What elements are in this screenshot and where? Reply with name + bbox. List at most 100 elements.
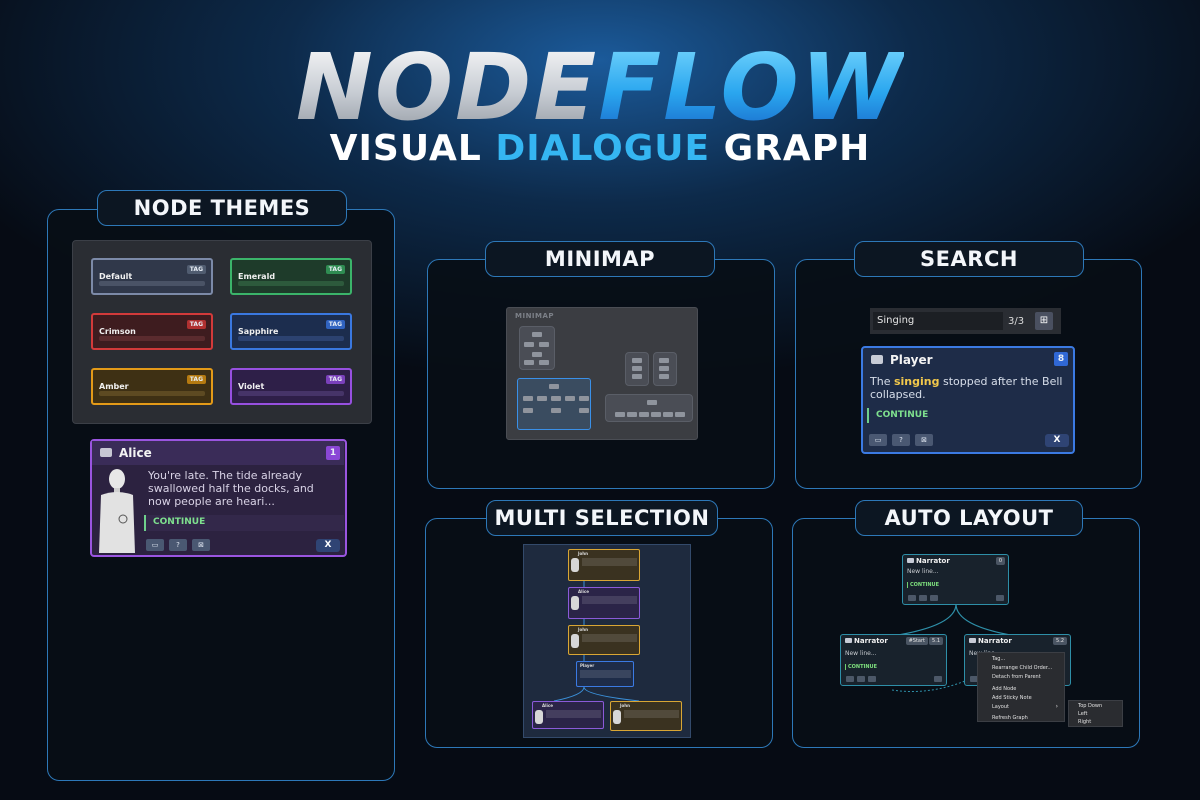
alice-dialogue-node[interactable]: Alice 1 You're late. The tide already sw… <box>90 439 347 557</box>
theme-bar <box>99 391 205 396</box>
minimap-node <box>523 396 533 401</box>
question-button[interactable]: ? <box>892 434 910 446</box>
selected-node[interactable]: Player <box>576 661 634 687</box>
grid-button[interactable]: ⊠ <box>915 434 933 446</box>
chat-icon <box>871 355 883 364</box>
grid-button[interactable]: ⊠ <box>192 539 210 551</box>
minimap-node <box>579 408 589 413</box>
node-speaker: Player <box>890 353 933 367</box>
question-button[interactable]: ? <box>169 539 187 551</box>
multi-selection-canvas[interactable]: John Alice John Player Alice John <box>523 544 691 738</box>
node-text: You're late. The tide already swallowed … <box>148 469 314 508</box>
search-count: 3/3 <box>1008 316 1025 327</box>
menu-item-layout[interactable]: Layout <box>992 704 1009 710</box>
minimap-node <box>651 412 661 417</box>
node-text: New line... <box>845 650 877 657</box>
menu-item-add-node[interactable]: Add Node <box>992 686 1017 692</box>
grid-button[interactable] <box>868 676 876 682</box>
minimap-panel <box>427 259 775 489</box>
node-speaker: John <box>578 551 588 556</box>
submenu-item-left[interactable]: Left <box>1078 711 1088 717</box>
selected-node[interactable]: John <box>568 625 640 655</box>
close-button[interactable] <box>996 595 1004 601</box>
continue-option[interactable]: CONTINUE <box>867 408 1071 423</box>
minimap-node <box>565 396 575 401</box>
menu-item-refresh-graph[interactable]: Refresh Graph <box>992 715 1028 721</box>
connector-lines <box>553 581 640 702</box>
subtitle-visual: VISUAL <box>329 128 482 169</box>
minimap-node <box>632 374 642 379</box>
search-input[interactable]: Singing <box>873 312 1003 330</box>
selected-node[interactable]: Alice <box>568 587 640 619</box>
close-button[interactable]: X <box>1045 434 1069 447</box>
next-result-button[interactable]: ⊞ <box>1035 312 1053 330</box>
theme-tag: TAG <box>186 375 206 384</box>
comment-button[interactable] <box>970 676 978 682</box>
comment-button[interactable]: ▭ <box>146 539 164 551</box>
node-group <box>605 394 693 422</box>
theme-bar <box>99 281 205 286</box>
selected-node[interactable]: John <box>610 701 682 731</box>
question-button[interactable] <box>919 595 927 601</box>
node-text <box>582 558 637 566</box>
continue-label: CONTINUE <box>153 517 206 527</box>
submenu-item-right[interactable]: Right <box>1078 719 1092 725</box>
selected-node[interactable]: John <box>568 549 640 581</box>
theme-name: Default <box>99 272 133 281</box>
node-speaker: Alice <box>542 703 553 708</box>
narrator-node-root[interactable]: Narrator 0 New line... CONTINUE <box>902 554 1009 605</box>
continue-option[interactable]: CONTINUE <box>144 515 344 531</box>
multi-selection-tab: MULTI SELECTION <box>486 500 718 536</box>
character-portrait <box>535 710 543 724</box>
comment-button[interactable] <box>908 595 916 601</box>
comment-button[interactable]: ▭ <box>869 434 887 446</box>
title-node: NODE <box>295 34 599 141</box>
menu-item-detach[interactable]: Detach from Parent <box>992 674 1041 680</box>
theme-tag: TAG <box>186 265 206 274</box>
close-button[interactable]: X <box>316 539 340 552</box>
submenu-item-top-down[interactable]: Top Down <box>1078 703 1103 709</box>
minimap-node <box>639 412 649 417</box>
grid-button[interactable] <box>930 595 938 601</box>
menu-item-tag[interactable]: Tag... <box>992 656 1006 662</box>
layout-submenu: Top Down Left Right <box>1068 700 1123 727</box>
character-portrait <box>571 558 579 572</box>
node-speaker: Player <box>580 663 595 668</box>
text-before: The <box>870 375 894 388</box>
theme-name: Violet <box>238 382 265 391</box>
chevron-right-icon: › <box>1055 703 1058 710</box>
comment-button[interactable] <box>846 676 854 682</box>
character-portrait <box>571 634 579 648</box>
node-text <box>546 710 601 718</box>
selected-node[interactable]: Alice <box>532 701 604 729</box>
question-button[interactable] <box>857 676 865 682</box>
node-text <box>624 710 679 718</box>
app-title: NODEFLOW <box>0 38 1200 138</box>
minimap-node <box>663 412 673 417</box>
minimap-node <box>659 366 669 371</box>
node-text <box>582 634 637 642</box>
minimap-node <box>539 360 549 365</box>
narrator-node-left[interactable]: Narrator #Start 5.1 New line... CONTINUE <box>840 634 947 686</box>
menu-item-add-sticky-note[interactable]: Add Sticky Note <box>992 695 1032 701</box>
minimap-node <box>539 342 549 347</box>
menu-item-rearrange[interactable]: Rearrange Child Order... <box>992 665 1053 671</box>
node-id-badge: 5.2 <box>1053 637 1067 645</box>
node-speaker: Alice <box>578 589 589 594</box>
theme-bar <box>238 281 344 286</box>
minimap-view[interactable]: MINIMAP <box>506 307 698 440</box>
theme-tag: TAG <box>325 265 345 274</box>
context-menu: Tag... Rearrange Child Order... Detach f… <box>977 652 1065 722</box>
theme-default[interactable]: Default TAG <box>91 258 213 295</box>
close-button[interactable] <box>934 676 942 682</box>
chat-icon <box>100 448 112 457</box>
player-dialogue-node[interactable]: Player 8 The singing stopped after the B… <box>861 346 1075 454</box>
theme-bar <box>238 336 344 341</box>
auto-layout-tab: AUTO LAYOUT <box>855 500 1083 536</box>
